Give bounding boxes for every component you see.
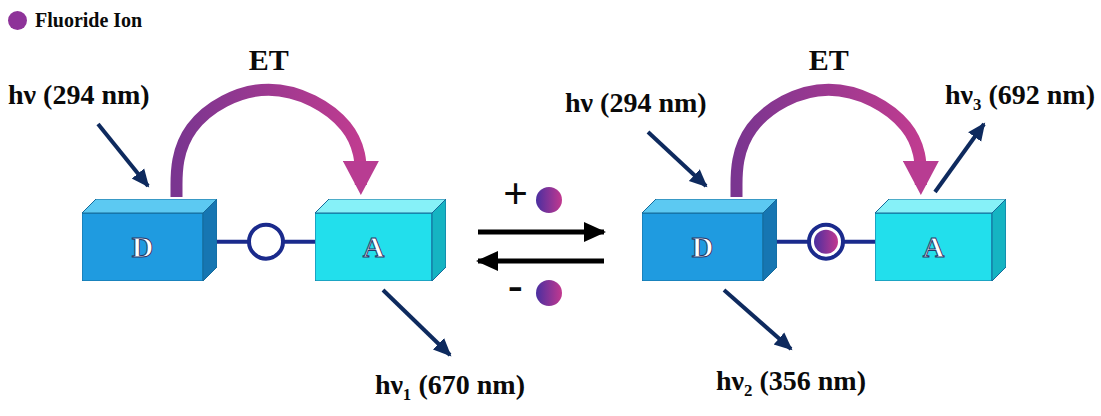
energy-transfer-arrow [177, 90, 361, 197]
fluoride-ion [536, 280, 562, 306]
photon-arrow [98, 124, 148, 186]
legend-entry: Fluoride Ion [8, 9, 142, 32]
legend-swatch [8, 11, 27, 30]
cube-top [875, 199, 1006, 213]
photon-label: hν₂ (356 nm) [716, 366, 866, 397]
cube-front [82, 213, 203, 281]
chromophore-box: D [642, 199, 777, 281]
legend-text: Fluoride Ion [35, 9, 142, 32]
photon-label: hν (294 nm) [565, 88, 707, 119]
receptor-ring [249, 225, 283, 259]
energy-transfer-arrow [737, 90, 921, 197]
photon-arrow [935, 124, 984, 192]
receptor-ring [809, 225, 843, 259]
fluoride-ion [536, 187, 562, 213]
photon-arrow [724, 290, 791, 349]
cube-front [642, 213, 763, 281]
cube-side [992, 199, 1006, 281]
box-letter: A [363, 230, 385, 264]
cube-side [763, 199, 777, 281]
cube-top [642, 199, 777, 213]
photon-arrow [648, 132, 706, 186]
cube-face: A [875, 213, 992, 281]
box-letter: D [132, 230, 154, 264]
photon-label: hν₁ (670 nm) [375, 370, 525, 401]
cube-top [315, 199, 446, 213]
chromophore-box: A [875, 199, 1006, 281]
box-letter: D [692, 230, 714, 264]
cube-front [315, 213, 432, 281]
equilibrium-sign: - [508, 262, 523, 310]
energy-transfer-path [737, 90, 921, 197]
cube-face: D [642, 213, 763, 281]
photon-label: hν (294 nm) [8, 80, 150, 111]
reverse-arrow [478, 259, 604, 264]
cube-face: A [315, 213, 432, 281]
cube-side [432, 199, 446, 281]
cube-front [875, 213, 992, 281]
cube-top [82, 199, 217, 213]
cube-side [203, 199, 217, 281]
bound-fluoride-ion [814, 230, 838, 254]
chromophore-box: D [82, 199, 217, 281]
chromophore-box: A [315, 199, 446, 281]
equilibrium-sign: + [503, 170, 528, 218]
energy-transfer-path [177, 90, 361, 197]
linker-bond [777, 225, 875, 259]
box-letter: A [923, 230, 945, 264]
photon-arrow [383, 290, 450, 355]
edge-label: ET [249, 43, 289, 76]
photon-label: hν₃ (692 nm) [945, 80, 1095, 111]
forward-arrow [478, 230, 604, 235]
cube-face: D [82, 213, 203, 281]
edge-label: ET [809, 43, 849, 76]
linker-bond [217, 225, 315, 259]
